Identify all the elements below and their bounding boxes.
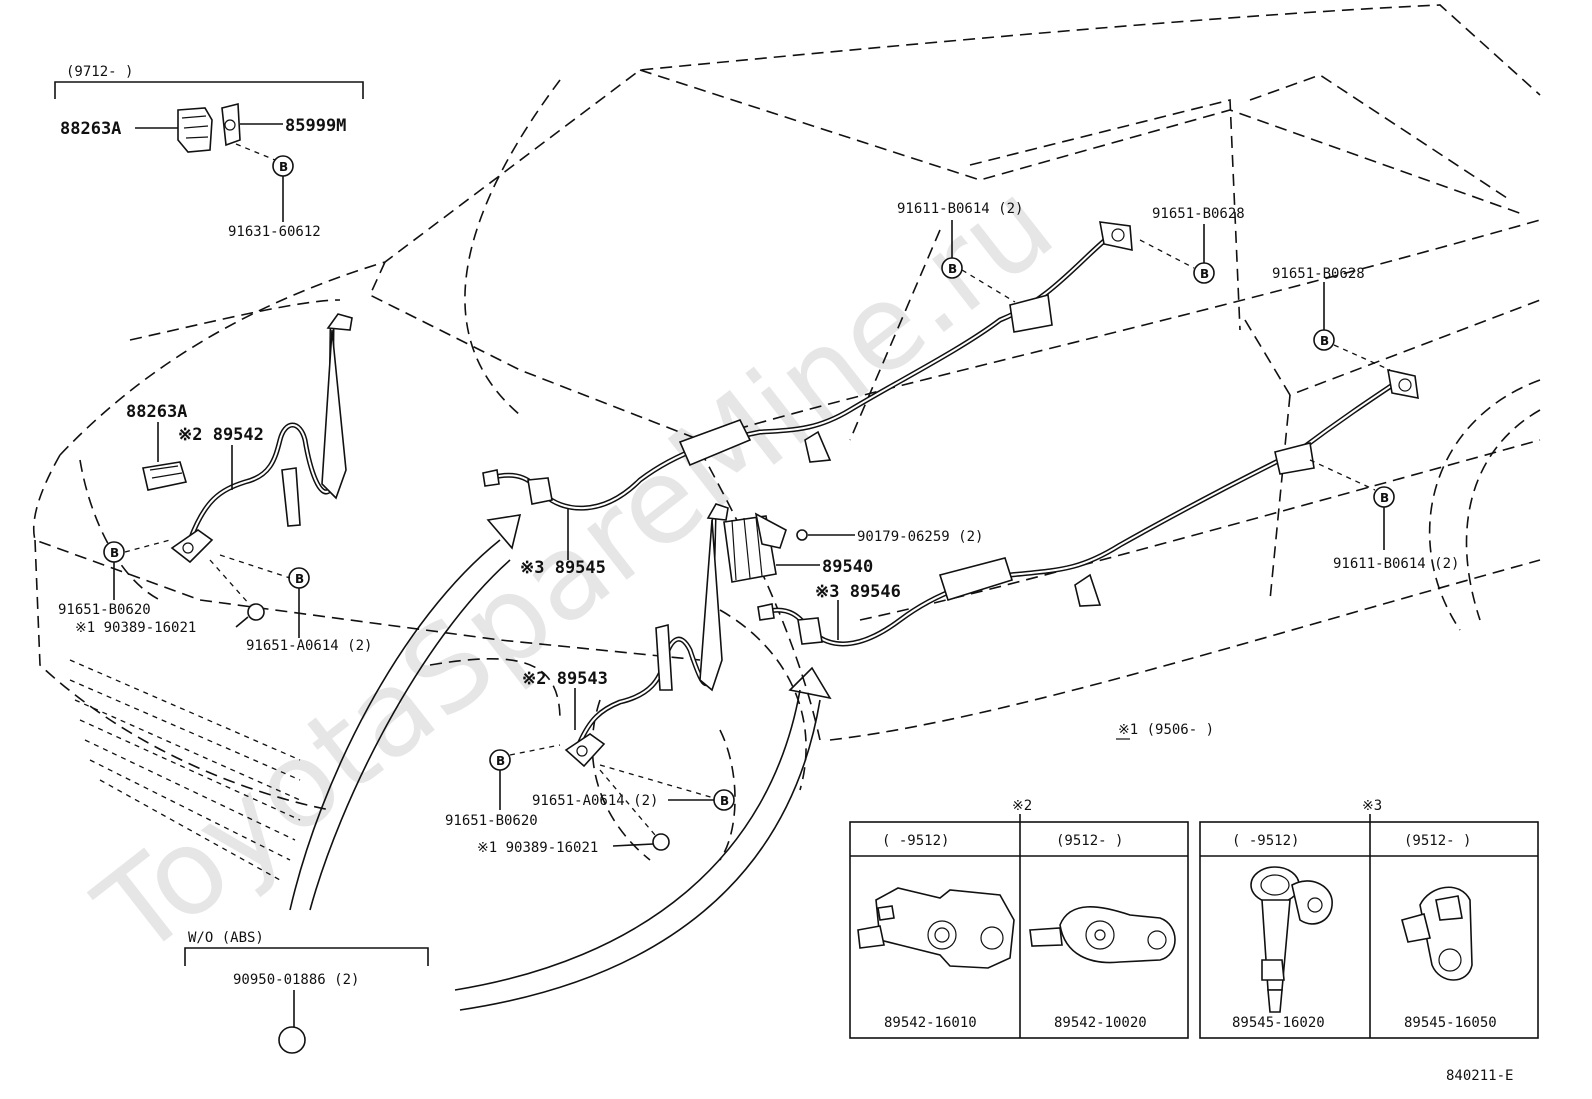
cell-part-number: 89542-10020	[1054, 1015, 1147, 1031]
inset-cell-89545-16050[interactable]: (9512- ) 89545-16050	[1401, 833, 1497, 1031]
bolt-91651-B0628-top[interactable]: B 91651-B0628	[1139, 206, 1245, 284]
cell-range: ( -9512)	[882, 833, 949, 849]
figure-id: 840211-E	[1446, 1068, 1513, 1084]
cell-range: (9512- )	[1056, 833, 1123, 849]
part-label-91651-A0614-mid: 91651-A0614 (2)	[532, 793, 658, 809]
part-label-89543: ※2 89543	[522, 669, 608, 689]
bolt-91651-A0614-left[interactable]: B 91651-A0614 (2)	[219, 554, 372, 654]
cell-range: ( -9512)	[1232, 833, 1299, 849]
speed-sensor-89546[interactable]: ※3 89546	[757, 368, 1419, 647]
part-label-89546: ※3 89546	[815, 582, 901, 602]
clip-85999M[interactable]: 85999M	[221, 102, 346, 161]
cell-range: (9512- )	[1404, 833, 1471, 849]
variants-inset: ※2 ※3 ( -9512) 89542-16010 (9512- ) 89	[849, 798, 1539, 1039]
b-marker: B	[1380, 491, 1389, 505]
part-label-91651-B0620: 91651-B0620	[58, 602, 151, 618]
header-bracket: (9712- )	[54, 64, 364, 99]
part-label-89540: 89540	[822, 557, 873, 577]
part-label-88263A-left: 88263A	[126, 402, 187, 422]
inset-cell-89545-16020[interactable]: ( -9512) 89545-16020	[1232, 833, 1333, 1031]
abs-actuator-89540[interactable]: 89540	[723, 512, 873, 583]
bolt-91651-A0614-mid[interactable]: B 91651-A0614 (2)	[532, 764, 735, 811]
wo-abs-label: W/O (ABS)	[188, 930, 264, 946]
direction-arrows	[289, 514, 832, 1011]
speed-sensor-89543[interactable]: ※2 89543	[522, 503, 729, 768]
group-2-mark: ※2	[1012, 798, 1032, 814]
part-label-90179-06259: 90179-06259 (2)	[857, 529, 983, 545]
part-label-90389-mid: ※1 90389-16021	[477, 840, 598, 856]
inset-cell-89542-10020[interactable]: (9512- ) 89542-10020	[1029, 833, 1176, 1031]
part-label-90389-left: ※1 90389-16021	[75, 620, 196, 636]
front-grille	[69, 659, 301, 881]
bolt-90179-06259[interactable]: 90179-06259 (2)	[796, 529, 983, 545]
b-marker: B	[1200, 267, 1209, 281]
b-marker: B	[279, 160, 288, 174]
b-marker: B	[110, 546, 119, 560]
bracket-label: (9712- )	[66, 64, 133, 80]
speed-sensor-89545[interactable]: ※3 89545	[482, 221, 1133, 578]
note-1-label: ※1 (9506- )	[1118, 722, 1214, 738]
bolt-91611-B0614-top[interactable]: B 91611-B0614 (2)	[897, 201, 1023, 303]
part-label-91651-B0628-right: 91651-B0628	[1272, 266, 1365, 282]
hole-plug-90950-01886[interactable]	[278, 1026, 306, 1054]
b-marker: B	[948, 262, 957, 276]
b-marker: B	[295, 572, 304, 586]
part-label-90950-01886: 90950-01886 (2)	[233, 972, 359, 988]
part-label-91651-B0620-mid: 91651-B0620	[445, 813, 538, 829]
cell-part-number: 89545-16050	[1404, 1015, 1497, 1031]
bolt-91631-60612[interactable]: B 91631-60612	[228, 155, 321, 240]
group-3-mark: ※3	[1362, 798, 1382, 814]
inset-cell-89542-16010[interactable]: ( -9512) 89542-16010	[857, 833, 1015, 1031]
sensor-connector-88263A-left[interactable]: 88263A	[126, 402, 187, 491]
note-1: ※1 (9506- )	[1116, 722, 1214, 740]
part-label-88263A: 88263A	[60, 119, 121, 139]
part-label-91611-B0614-top: 91611-B0614 (2)	[897, 201, 1023, 217]
b-marker: B	[496, 754, 505, 768]
part-label-89545: ※3 89545	[520, 558, 606, 578]
part-label-91651-A0614-left: 91651-A0614 (2)	[246, 638, 372, 654]
part-label-89542: ※2 89542	[178, 425, 264, 445]
grommet-90389-16021-mid[interactable]: ※1 90389-16021	[477, 769, 670, 856]
bolt-91651-B0620-left[interactable]: B 91651-B0620	[58, 539, 171, 618]
bolt-91651-B0628-right[interactable]: B 91651-B0628	[1272, 266, 1391, 371]
b-marker: B	[720, 794, 729, 808]
b-marker: B	[1320, 334, 1329, 348]
bolt-91611-B0614-right[interactable]: B 91611-B0614 (2)	[1309, 459, 1459, 572]
cell-part-number: 89545-16020	[1232, 1015, 1325, 1031]
part-label-91631-60612: 91631-60612	[228, 224, 321, 240]
wo-abs-group: W/O (ABS) 90950-01886 (2)	[184, 930, 429, 1030]
sensor-connector-88263A-top[interactable]: 88263A	[60, 107, 213, 153]
part-label-85999M: 85999M	[285, 116, 346, 136]
bolt-91651-B0620-mid[interactable]: B 91651-B0620	[445, 744, 561, 829]
part-label-91651-B0628-top: 91651-B0628	[1152, 206, 1245, 222]
cell-part-number: 89542-16010	[884, 1015, 977, 1031]
part-label-91611-B0614-right: 91611-B0614 (2)	[1333, 556, 1459, 572]
speed-sensor-89542[interactable]: ※2 89542	[170, 313, 353, 564]
grommet-90389-16021-left[interactable]: ※1 90389-16021	[75, 559, 265, 636]
